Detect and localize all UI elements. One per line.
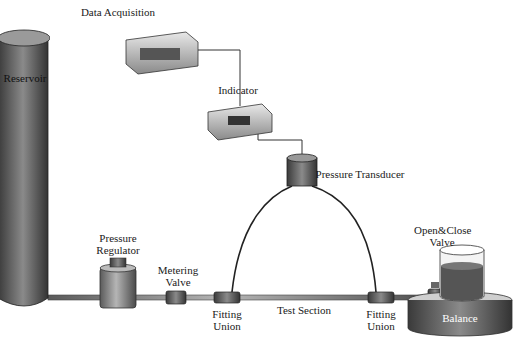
component-label: Indicator	[203, 84, 273, 96]
component-label: Metering Valve	[150, 264, 206, 288]
component-label: Pressure Regulator	[83, 232, 153, 256]
section-label: Test Section	[264, 304, 344, 316]
component-label: Data Acquisition	[63, 6, 173, 18]
component-label: Balance	[430, 312, 490, 324]
component-label: Fitting Union	[356, 308, 406, 332]
component-label: Pressure Transducer	[315, 168, 405, 180]
reservoir-tank: Reservoir	[0, 28, 50, 308]
tank-label: Reservoir	[0, 28, 50, 84]
component-label: Open&Close Valve	[414, 224, 470, 248]
cylinder-outline	[0, 28, 50, 308]
component-label: Fitting Union	[202, 308, 252, 332]
